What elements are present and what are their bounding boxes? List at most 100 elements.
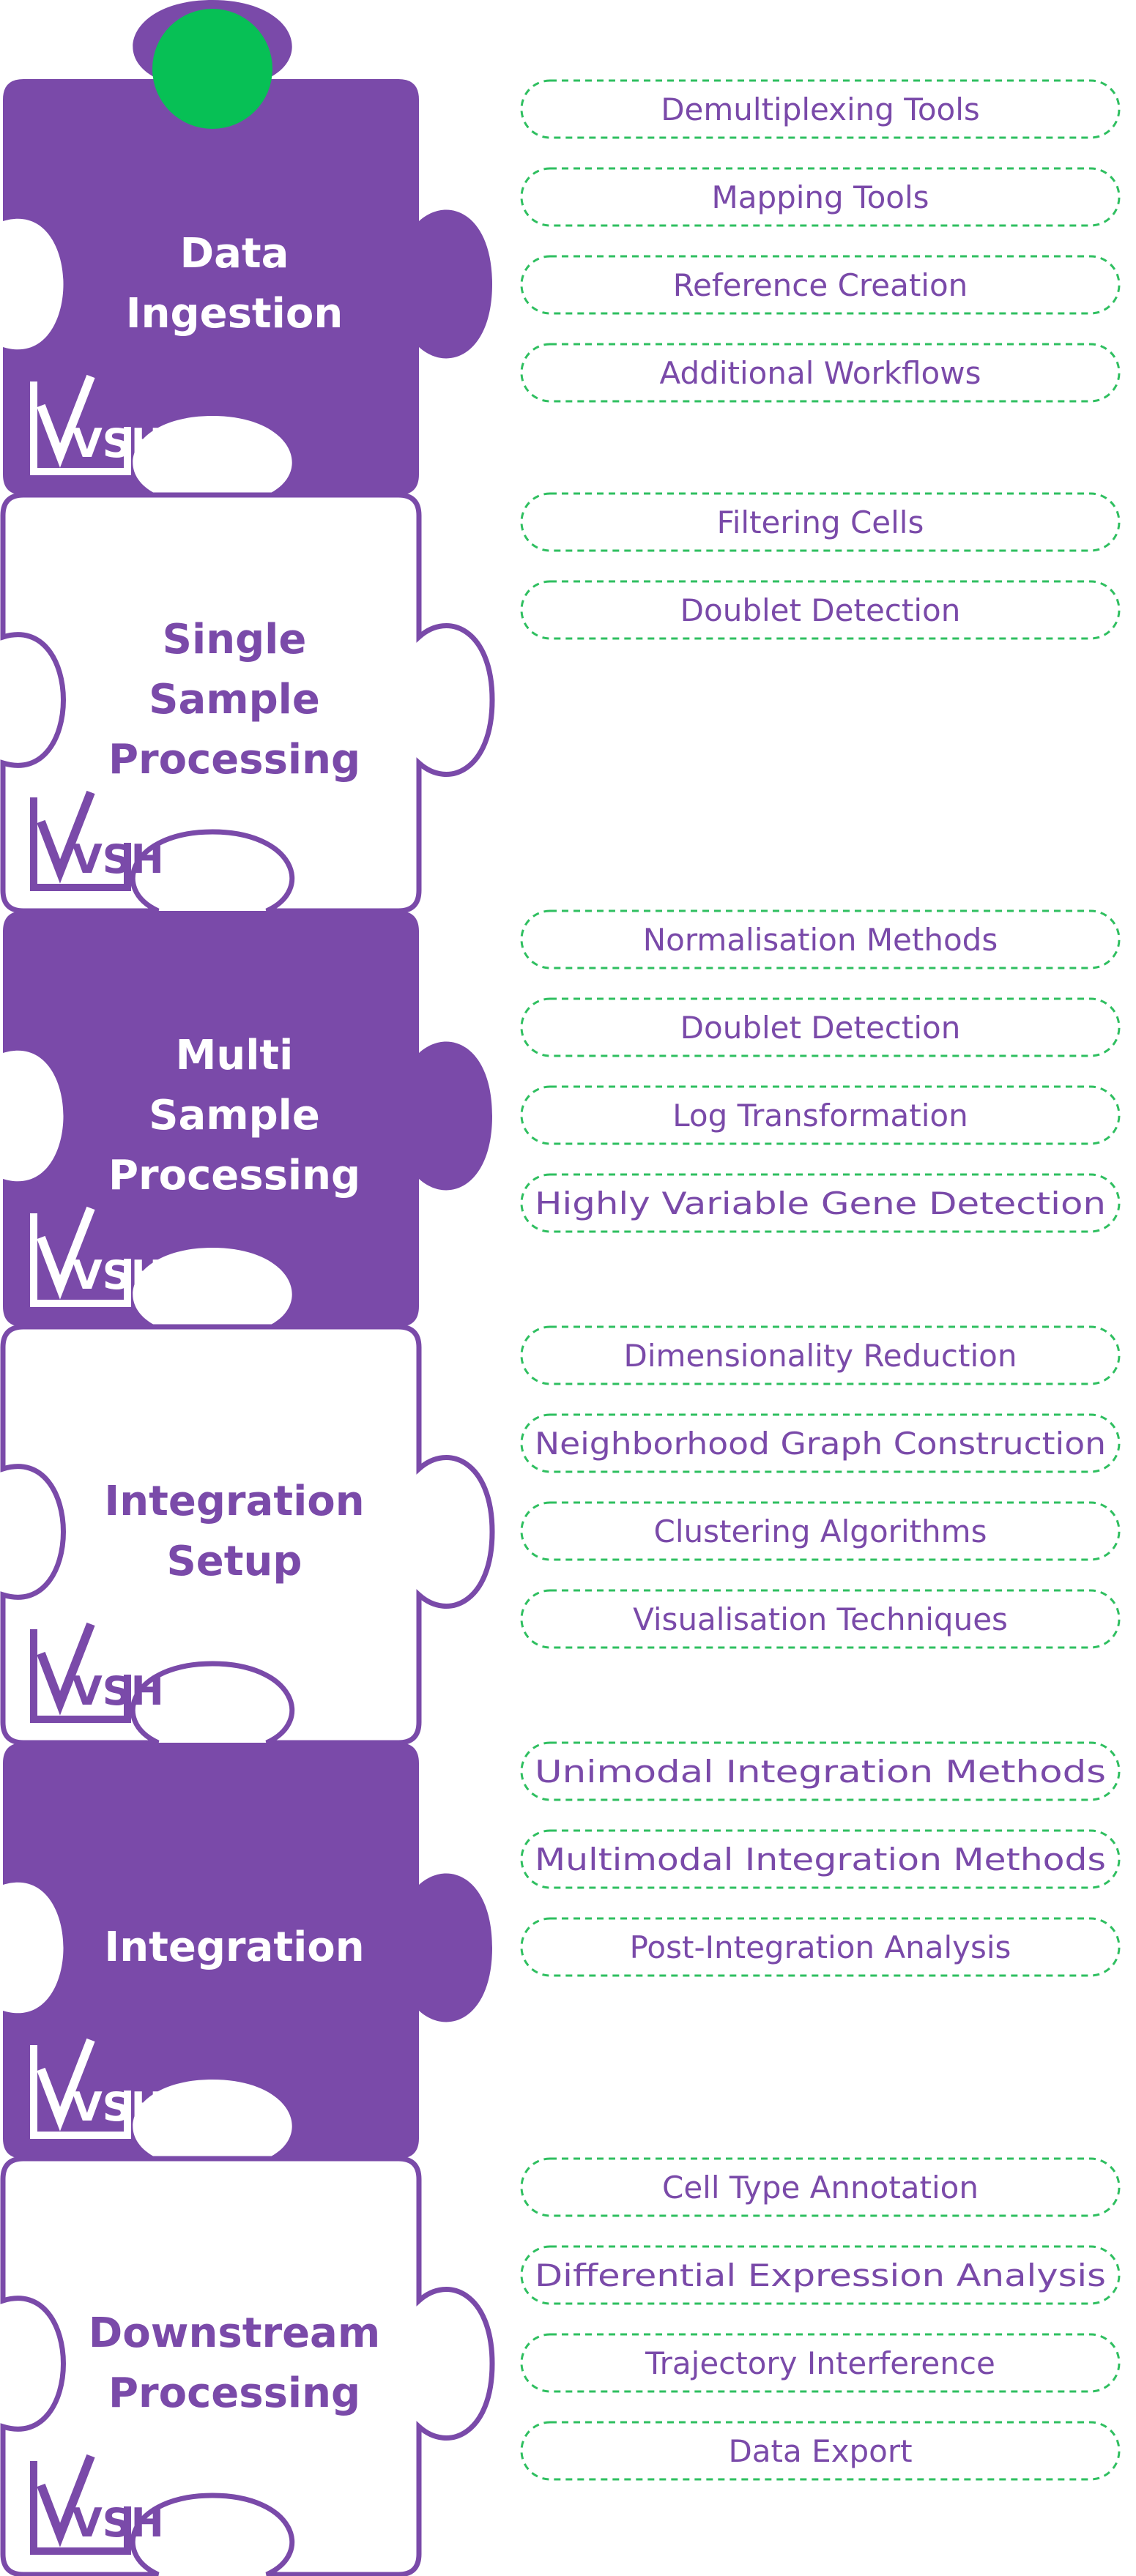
pill-outline <box>520 2421 1121 2481</box>
pill-label: Post-Integration Analysis <box>630 1929 1011 1965</box>
pill-label: Doublet Detection <box>680 592 961 628</box>
pill-label: Filtering Cells <box>717 505 924 540</box>
vsh-logo-text: VSH <box>72 2500 164 2546</box>
pill-outline <box>520 1829 1121 1889</box>
stage-title-line: Downstream <box>89 2309 380 2357</box>
stage-title-line: Integration <box>104 1478 364 1525</box>
pill-label: Mapping Tools <box>711 179 929 215</box>
pill-label: Highly Variable Gene Detection <box>535 1185 1106 1221</box>
method-pill: Log Transformation <box>520 1085 1121 1145</box>
vsh-logo-text: VSH <box>72 420 164 466</box>
stage-title-line: Processing <box>108 2370 360 2417</box>
vsh-logo-icon: VSH <box>30 790 164 891</box>
pill-outline <box>520 167 1121 227</box>
pill-label: Doublet Detection <box>680 1010 961 1046</box>
vsh-logo-icon: VSH <box>30 374 164 475</box>
pill-outline <box>520 1173 1121 1233</box>
method-pill: Mapping Tools <box>520 167 1121 227</box>
pill-label: Dimensionality Reduction <box>624 1338 1017 1374</box>
stage-title-line: Data <box>180 230 289 278</box>
pill-label: Reference Creation <box>673 267 968 303</box>
vsh-logo-icon: VSH <box>30 2454 164 2555</box>
pill-outline <box>520 343 1121 403</box>
method-pill: Filtering Cells <box>520 492 1121 552</box>
method-pill: Cell Type Annotation <box>520 2157 1121 2217</box>
method-pill: Trajectory Interference <box>520 2333 1121 2393</box>
stage-title-line: Sample <box>149 1092 320 1139</box>
stage-title-line: Integration <box>104 1924 364 1971</box>
pill-outline <box>520 255 1121 315</box>
vsh-logo-text: VSH <box>72 2084 164 2130</box>
stage-title-line: Sample <box>149 676 320 723</box>
pill-outline <box>520 1413 1121 1473</box>
vsh-logo-text: VSH <box>72 836 164 882</box>
puzzle-piece-shape <box>0 1324 495 1746</box>
pill-outline <box>520 79 1121 139</box>
method-pill: Demultiplexing Tools <box>520 79 1121 139</box>
pill-outline <box>520 2245 1121 2305</box>
puzzle-piece-shape <box>0 492 495 914</box>
puzzle-piece-shape <box>3 911 492 1327</box>
pill-outline <box>520 2333 1121 2393</box>
method-pill: Neighborhood Graph Construction <box>520 1413 1121 1473</box>
pill-label: Clustering Algorithms <box>654 1514 987 1549</box>
status-dot <box>152 9 272 129</box>
stage-title-line: Ingestion <box>126 290 343 338</box>
pill-label: Neighborhood Graph Construction <box>535 1426 1106 1462</box>
pill-label: Differential Expression Analysis <box>535 2257 1106 2293</box>
pill-outline <box>520 909 1121 969</box>
stage-title-line: Processing <box>108 736 360 783</box>
stage-title-line: Multi <box>176 1032 294 1079</box>
vsh-logo-text: VSH <box>72 1668 164 1714</box>
vsh-logo-icon: VSH <box>30 2038 164 2139</box>
method-pill: Normalisation Methods <box>520 909 1121 969</box>
stage-title-line: Processing <box>108 1152 360 1199</box>
pill-outline <box>520 1917 1121 1977</box>
pill-label: Multimodal Integration Methods <box>535 1842 1106 1877</box>
method-pill: Highly Variable Gene Detection <box>520 1173 1121 1233</box>
pill-label: Data Export <box>728 2433 912 2469</box>
puzzle-piece-shape <box>0 2156 495 2576</box>
pill-outline <box>520 580 1121 640</box>
pill-outline <box>520 492 1121 552</box>
pill-outline <box>520 1589 1121 1649</box>
pill-label: Cell Type Annotation <box>662 2170 979 2205</box>
pill-outline <box>520 1741 1121 1801</box>
method-pill: Dimensionality Reduction <box>520 1325 1121 1385</box>
method-pill: Post-Integration Analysis <box>520 1917 1121 1977</box>
pill-outline <box>520 1501 1121 1561</box>
stage-piece: Integration <box>3 1743 492 2159</box>
method-pill: Clustering Algorithms <box>520 1501 1121 1561</box>
vsh-logo-icon: VSH <box>30 1206 164 1307</box>
method-pill: Unimodal Integration Methods <box>520 1741 1121 1801</box>
pill-label: Log Transformation <box>672 1098 968 1133</box>
method-pill: Additional Workflows <box>520 343 1121 403</box>
pill-outline <box>520 1085 1121 1145</box>
method-pill: Visualisation Techniques <box>520 1589 1121 1649</box>
puzzle-piece-shape <box>3 0 492 495</box>
stage-title-line: Setup <box>166 1538 302 1585</box>
pill-outline <box>520 997 1121 1057</box>
pill-label: Normalisation Methods <box>643 922 998 958</box>
pill-outline <box>520 2157 1121 2217</box>
pill-label: Demultiplexing Tools <box>661 92 980 127</box>
pill-label: Unimodal Integration Methods <box>535 1754 1106 1790</box>
method-pill: Differential Expression Analysis <box>520 2245 1121 2305</box>
vsh-logo-icon: VSH <box>30 1622 164 1723</box>
vsh-logo-text: VSH <box>72 1252 164 1298</box>
pill-label: Visualisation Techniques <box>633 1601 1008 1637</box>
method-pill: Reference Creation <box>520 255 1121 315</box>
method-pill: Doublet Detection <box>520 580 1121 640</box>
puzzle-piece-shape <box>3 1743 492 2159</box>
method-pill: Data Export <box>520 2421 1121 2481</box>
pill-label: Additional Workflows <box>660 355 981 391</box>
pill-label: Trajectory Interference <box>645 2345 995 2381</box>
method-pill: Multimodal Integration Methods <box>520 1829 1121 1889</box>
stage-title-line: Single <box>163 616 307 663</box>
